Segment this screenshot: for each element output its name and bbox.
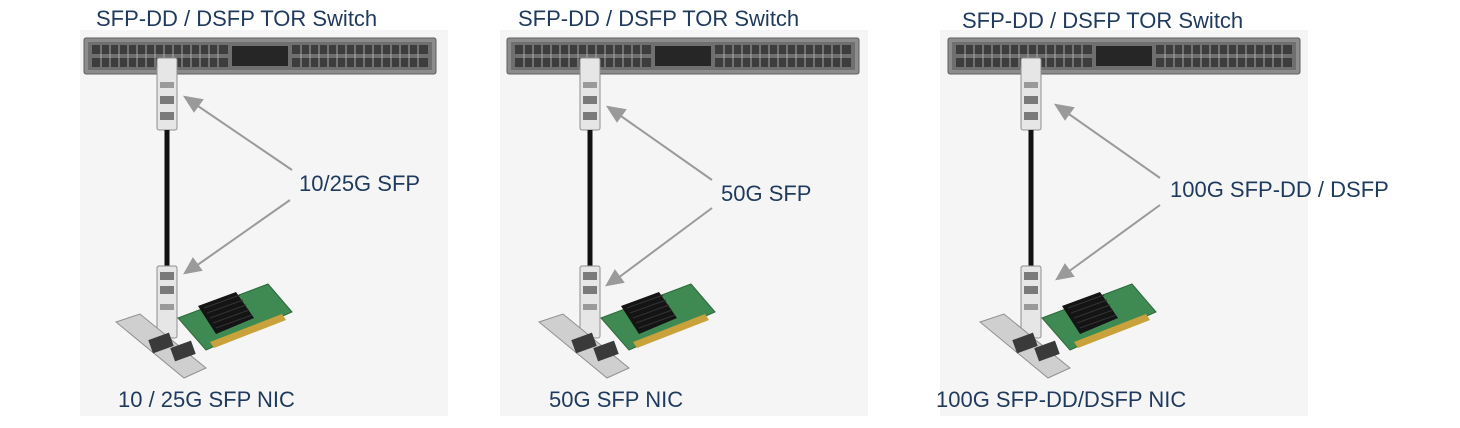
module-label: 100G SFP-DD / DSFP xyxy=(1170,177,1389,202)
nic-label: 10 / 25G SFP NIC xyxy=(118,387,295,412)
nic-card xyxy=(978,283,1157,379)
nic-card xyxy=(537,283,716,379)
switch-title: SFP-DD / DSFP TOR Switch xyxy=(96,6,378,31)
switch-title: SFP-DD / DSFP TOR Switch xyxy=(518,6,800,31)
callout-arrows xyxy=(1053,103,1161,281)
panel-background-2 xyxy=(500,30,868,416)
nic-label: 50G SFP NIC xyxy=(549,387,684,412)
nic-card xyxy=(114,283,293,379)
switch-title: SFP-DD / DSFP TOR Switch xyxy=(962,8,1244,33)
top-transceiver xyxy=(1020,57,1042,131)
callout-arrows xyxy=(605,105,713,287)
tor-switch xyxy=(947,37,1301,75)
bottom-transceiver xyxy=(1020,265,1042,339)
nic-label: 100G SFP-DD/DSFP NIC xyxy=(936,387,1187,412)
bottom-transceiver xyxy=(579,265,601,339)
panel-background-3 xyxy=(940,30,1308,416)
module-label: 10/25G SFP xyxy=(299,171,421,196)
panel-background-1 xyxy=(80,30,448,416)
module-label: 50G SFP xyxy=(721,181,812,206)
callout-arrows xyxy=(182,95,293,275)
